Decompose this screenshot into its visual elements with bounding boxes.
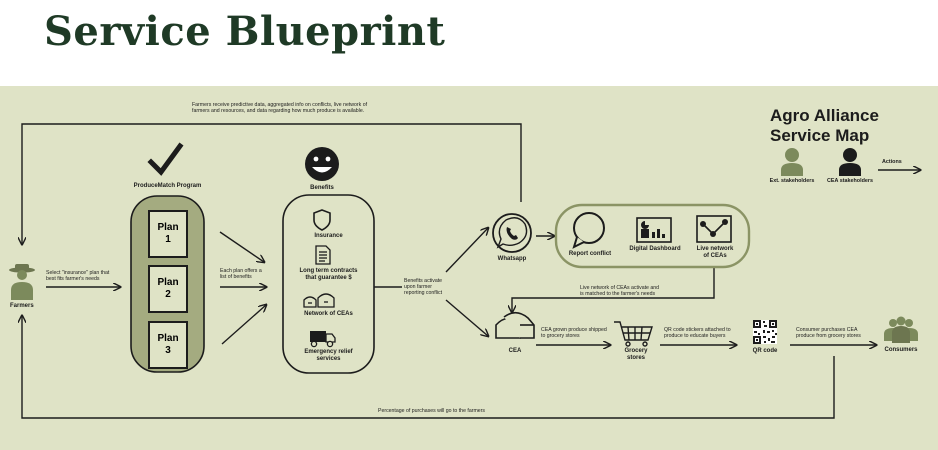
cea-note: CEA grown produce shipped to grocery sto… <box>541 327 621 339</box>
farmers-note-line1: Select "insurance" plan that <box>46 270 110 276</box>
activate-note-line3: reporting conflict <box>404 290 443 297</box>
plan-3-label: Plan <box>157 333 179 344</box>
arrow-to-whatsapp <box>445 228 488 273</box>
tool-live-line1: Live network <box>696 246 734 252</box>
top-loop-arrow <box>22 123 522 244</box>
dashboard-icon <box>636 217 672 243</box>
benefits-capsule <box>282 194 375 374</box>
program-label: ProduceMatch Program <box>133 183 202 189</box>
qr-note: Consumer purchases CEA produce from groc… <box>796 327 876 339</box>
farmer-icon <box>9 264 35 300</box>
cea-label: CEA <box>508 348 522 354</box>
live-note-line1: Live network of CEAs activate and <box>580 285 660 291</box>
arrow-plan3 <box>221 305 266 345</box>
greenhouse-icon <box>495 311 535 339</box>
activate-note-line2: upon farmer <box>404 284 432 291</box>
whatsapp-label: Whatsapp <box>497 256 527 262</box>
plan-1-number: 1 <box>165 234 171 245</box>
map-title-line2: Service Map <box>770 126 870 145</box>
shopping-cart-icon <box>614 321 653 347</box>
map-title: Agro Alliance Service Map <box>770 106 920 146</box>
document-icon <box>315 245 331 265</box>
farmers-label: Farmers <box>10 303 34 309</box>
legend-actions-label: Actions <box>882 159 902 165</box>
benefit-contracts-line2: that guarantee $ <box>305 275 352 281</box>
network-icon <box>696 215 732 243</box>
arrow-to-cea <box>445 299 488 336</box>
plan-2-number: 2 <box>165 289 171 300</box>
shield-icon <box>313 209 331 231</box>
live-note-line2: is matched to the farmer's needs <box>580 291 656 298</box>
grocery-label: Grocery stores <box>616 348 656 362</box>
benefit-contracts-line1: Long term contracts <box>299 268 358 274</box>
tool-live-label: Live network of CEAs <box>686 246 744 260</box>
smiley-icon <box>305 147 339 181</box>
ext-stakeholder-icon <box>781 148 803 176</box>
benefit-network: Network of CEAs <box>304 311 353 317</box>
plan-note-line2: list of benefits <box>220 274 252 281</box>
qr-label: QR code <box>752 348 778 354</box>
benefits-label: Benefits <box>310 185 334 191</box>
checkmark-icon <box>147 142 184 176</box>
grocery-label-line1: Grocery <box>624 348 648 354</box>
top-note-line1: Farmers receive predictive data, aggrega… <box>192 102 368 108</box>
benefit-relief-line1: Emergency relief <box>304 349 353 355</box>
grocery-note: QR code stickers attached to produce to … <box>664 327 744 339</box>
top-note: Farmers receive predictive data, aggrega… <box>192 102 432 114</box>
farmers-note: Select "insurance" plan that best fits f… <box>46 270 136 282</box>
chat-bubble-icon <box>572 212 605 249</box>
tool-report-label: Report conflict <box>568 251 612 257</box>
plan-note: Each plan offers a list of benefits <box>220 268 280 280</box>
tool-dashboard-label: Digital Dashboard <box>629 246 681 252</box>
activate-note: Benefits activate upon farmer reporting … <box>404 278 464 297</box>
tool-live-line2: of CEAs <box>703 253 727 259</box>
top-note-line2: farmers and resources, and data regardin… <box>192 108 365 115</box>
legend-cea-label: CEA stakeholders <box>827 178 873 184</box>
plan-3-number: 3 <box>165 345 171 356</box>
qr-note-line2: produce from grocery stores <box>796 333 861 340</box>
plan-1-label: Plan <box>157 222 179 233</box>
cea-note-line1: CEA grown produce shipped <box>541 327 607 333</box>
truck-icon <box>310 331 336 348</box>
consumers-icon <box>884 316 918 343</box>
bottom-note: Percentage of purchases will go to the f… <box>378 408 485 414</box>
qr-code-icon <box>753 320 777 344</box>
live-note: Live network of CEAs activate and is mat… <box>580 285 710 297</box>
arrow-plan1 <box>219 231 264 262</box>
cea-note-line2: to grocery stores <box>541 333 580 340</box>
benefit-relief-line2: services <box>316 356 341 362</box>
activate-note-line1: Benefits activate <box>404 278 443 284</box>
arrow-live-cea <box>512 268 715 312</box>
greenhouse-pair-icon <box>303 293 335 308</box>
page-title: Service Blueprint <box>44 8 446 55</box>
whatsapp-icon <box>496 217 528 249</box>
grocery-label-line2: stores <box>626 355 645 361</box>
plan-2-label: Plan <box>157 277 179 288</box>
benefit-contracts: Long term contracts that guarantee $ <box>283 268 374 282</box>
grocery-note-line2: produce to educate buyers <box>664 333 726 340</box>
cea-stakeholder-icon <box>839 148 861 176</box>
benefit-insurance: Insurance <box>314 233 343 239</box>
qr-note-line1: Consumer purchases CEA <box>796 327 858 333</box>
benefit-relief: Emergency relief services <box>283 349 374 363</box>
consumers-label: Consumers <box>884 347 918 353</box>
map-title-line1: Agro Alliance <box>770 106 879 125</box>
farmers-note-line2: best fits farmer's needs <box>46 276 100 283</box>
legend-ext-label: Ext. stakeholders <box>769 178 815 184</box>
bottom-loop-arrow <box>22 316 835 419</box>
grocery-note-line1: QR code stickers attached to <box>664 327 731 333</box>
plan-note-line1: Each plan offers a <box>220 268 262 274</box>
